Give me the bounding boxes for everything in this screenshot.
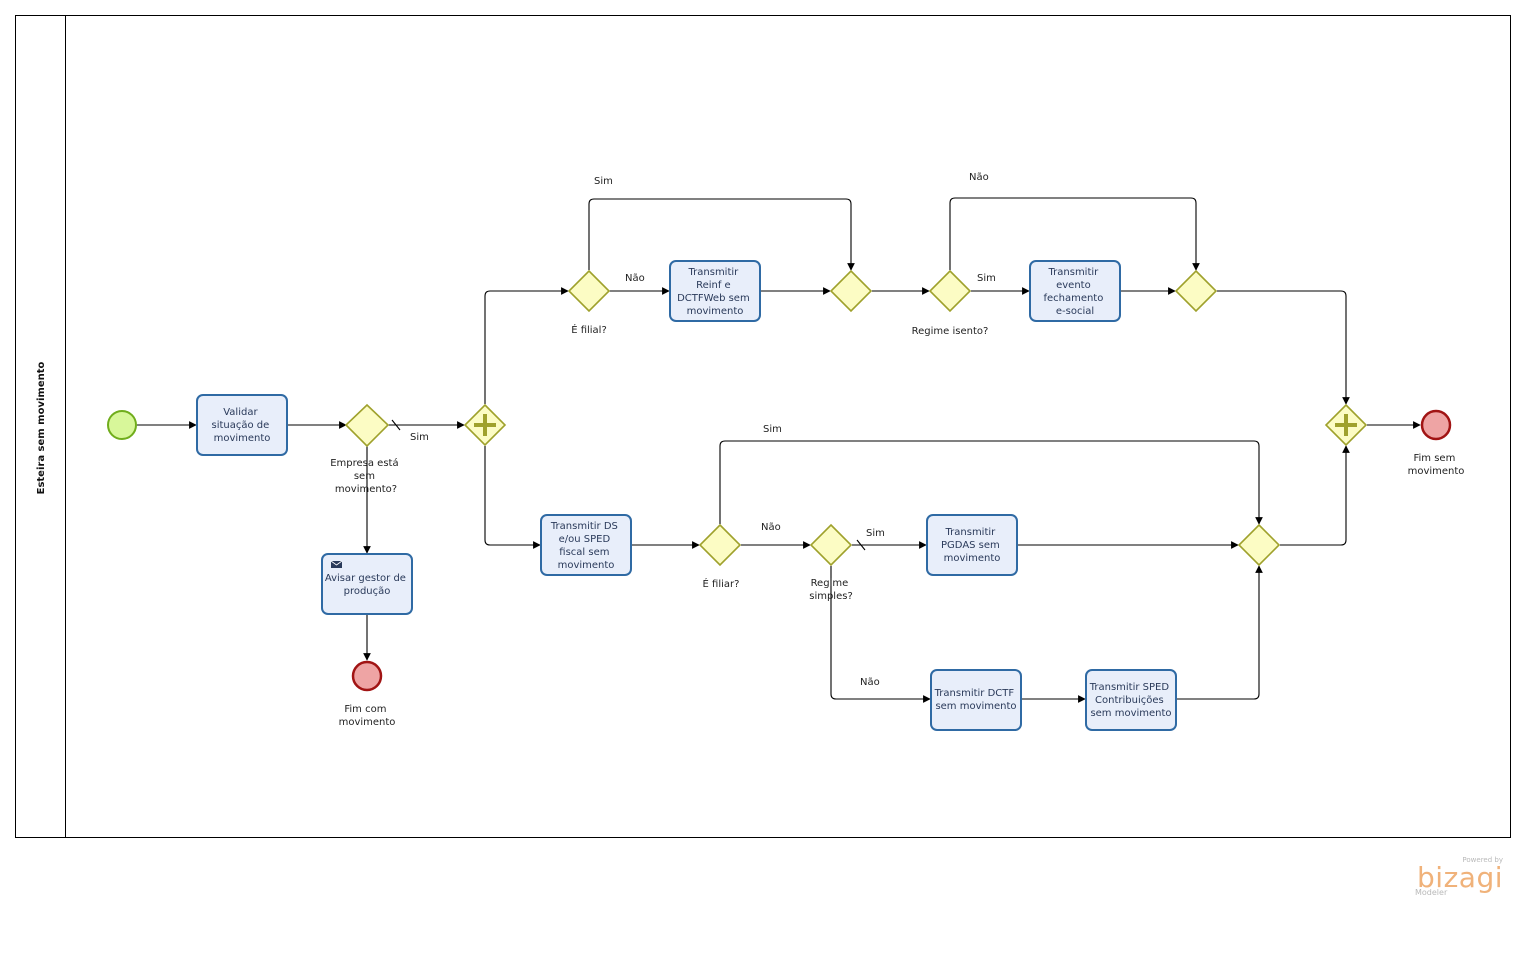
task-label-line: Transmitir DS bbox=[550, 521, 618, 532]
event-label-fim-sem: Fim sem movimento bbox=[1408, 453, 1465, 477]
powered-by-text: Powered by bbox=[1462, 856, 1503, 864]
gateway-empresa-sem-movimento[interactable] bbox=[344, 403, 390, 448]
flow-merge-join-top bbox=[1217, 290, 1350, 405]
gateway-e-filial[interactable] bbox=[567, 269, 611, 313]
event-label-fim-com: Fim com movimento bbox=[339, 704, 396, 728]
svg-text:Transmitir DCTF sem movi: Transmitir DCTF sem movimento bbox=[934, 688, 1018, 712]
flow-label-nao: Não bbox=[625, 273, 645, 284]
gateway-merge-top-1[interactable] bbox=[829, 269, 873, 313]
task-label-line: produção bbox=[344, 586, 391, 597]
task-reinf[interactable]: Transmitir Reinf e DCTFWeb sem movimento bbox=[669, 260, 761, 322]
start-event[interactable] bbox=[107, 410, 137, 440]
gateway-merge-bottom[interactable] bbox=[1237, 523, 1281, 567]
task-label-line: Contribuições bbox=[1095, 695, 1164, 706]
svg-text:Transmitir PGDAS sem: Transmitir PGDAS sem movimento bbox=[941, 527, 1003, 564]
flow-label-sim: Sim bbox=[977, 273, 996, 284]
gateway-label-regime-isento: Regime isento? bbox=[912, 326, 989, 337]
task-label-line: Avisar gestor de bbox=[325, 573, 406, 584]
flow-parallel-bottom bbox=[484, 446, 541, 549]
plus-icon bbox=[1335, 414, 1357, 436]
flow-filiar-loop bbox=[719, 440, 1263, 525]
task-label-line: Transmitir bbox=[1048, 267, 1100, 278]
task-label-line: Transmitir bbox=[688, 267, 740, 278]
gateway-label-e-filiar: É filiar? bbox=[703, 577, 740, 590]
task-label-line: movimento bbox=[944, 553, 1001, 564]
brand-product: Modeler bbox=[1415, 888, 1448, 897]
gateway-regime-isento[interactable] bbox=[928, 269, 972, 313]
svg-text:Avisar gestor de produçã: Avisar gestor de produção bbox=[325, 573, 409, 597]
task-label-line: movimento bbox=[558, 560, 615, 571]
flow-label-nao: Não bbox=[761, 522, 781, 533]
task-label-line: situação de bbox=[212, 420, 270, 431]
task-label-line: Transmitir SPED bbox=[1089, 682, 1170, 693]
task-esocial[interactable]: Transmitir evento fechamento e-social bbox=[1029, 260, 1121, 322]
task-label-line: movimento bbox=[214, 433, 271, 444]
default-flow-marker bbox=[391, 419, 401, 431]
task-label-line: e-social bbox=[1056, 306, 1094, 317]
task-label-line: movimento bbox=[687, 306, 744, 317]
flow-label-sim: Sim bbox=[594, 176, 613, 187]
task-label-line: Transmitir DCTF bbox=[934, 688, 1015, 699]
parallel-gateway-split[interactable] bbox=[463, 403, 507, 447]
flow-filial-loop bbox=[588, 198, 855, 271]
flow-label-nao: Não bbox=[969, 172, 989, 183]
task-pgdas[interactable]: Transmitir PGDAS sem movimento bbox=[926, 514, 1018, 576]
gateway-label-regime-simples: Regime simples? bbox=[809, 578, 853, 602]
task-label-line: e/ou SPED bbox=[559, 534, 611, 545]
task-label-line: Validar bbox=[223, 407, 258, 418]
flow-parallel-top bbox=[484, 287, 569, 404]
bizagi-logo: Powered by bizagi Modeler bbox=[1415, 856, 1505, 900]
task-avisar-gestor[interactable]: Avisar gestor de produção bbox=[321, 553, 413, 615]
task-label-line: sem movimento bbox=[935, 701, 1016, 712]
task-label-line: Transmitir bbox=[945, 527, 997, 538]
brand-name: bizagi bbox=[1417, 861, 1503, 894]
gateway-label-empresa: Empresa está sem movimento? bbox=[330, 457, 402, 495]
svg-text:Transmitir evento: Transmitir evento fechamento e-social bbox=[1043, 267, 1106, 317]
task-label-line: DCTFWeb sem bbox=[677, 293, 750, 304]
gateway-merge-top-2[interactable] bbox=[1174, 269, 1218, 313]
flow-label-sim: Sim bbox=[866, 528, 885, 539]
svg-text:Transmitir DS e/ou SPED: Transmitir DS e/ou SPED fiscal sem movim… bbox=[550, 521, 621, 571]
pool: Esteira sem movimento bbox=[15, 15, 1511, 838]
flow-simples-dctf bbox=[830, 566, 931, 703]
svg-text:Validar situação de: Validar situação de movimento bbox=[212, 407, 273, 444]
task-label-line: PGDAS sem bbox=[941, 540, 1000, 551]
flow-label-sim: Sim bbox=[763, 424, 782, 435]
end-event-fim-sem-movimento[interactable] bbox=[1420, 409, 1452, 441]
task-label-line: evento bbox=[1056, 280, 1091, 291]
task-label-line: fiscal sem bbox=[559, 547, 609, 558]
svg-text:Transmitir SPED Contribu: Transmitir SPED Contribuições sem movime… bbox=[1089, 682, 1173, 719]
task-sped-contribuicoes[interactable]: Transmitir SPED Contribuições sem movime… bbox=[1085, 669, 1177, 731]
default-flow-marker-2 bbox=[856, 539, 866, 551]
flow-isento-loop bbox=[949, 197, 1200, 271]
gateway-label-e-filial: É filial? bbox=[571, 323, 607, 336]
svg-text:Transmitir Reinf e: Transmitir Reinf e DCTFWeb sem movimento bbox=[677, 267, 753, 317]
task-ds-sped[interactable]: Transmitir DS e/ou SPED fiscal sem movim… bbox=[540, 514, 632, 576]
envelope-icon bbox=[330, 560, 343, 568]
sequence-flows bbox=[137, 197, 1421, 703]
plus-icon bbox=[474, 414, 496, 436]
task-label-line: Reinf e bbox=[696, 280, 731, 291]
end-event-fim-com-movimento[interactable] bbox=[351, 660, 383, 692]
pool-label: Esteira sem movimento bbox=[36, 361, 47, 494]
parallel-gateway-join[interactable] bbox=[1324, 403, 1368, 447]
flow-label-nao: Não bbox=[860, 677, 880, 688]
gateway-regime-simples[interactable] bbox=[809, 523, 853, 567]
flow-sped-merge bbox=[1176, 565, 1263, 700]
task-validar[interactable]: Validar situação de movimento bbox=[196, 394, 288, 456]
gateway-e-filiar[interactable] bbox=[698, 523, 742, 567]
flow-merge-join-bottom bbox=[1280, 445, 1350, 546]
task-label-line: sem movimento bbox=[1090, 708, 1171, 719]
task-dctf[interactable]: Transmitir DCTF sem movimento bbox=[930, 669, 1022, 731]
task-label-line: fechamento bbox=[1043, 293, 1103, 304]
flow-label-sim: Sim bbox=[410, 432, 429, 443]
